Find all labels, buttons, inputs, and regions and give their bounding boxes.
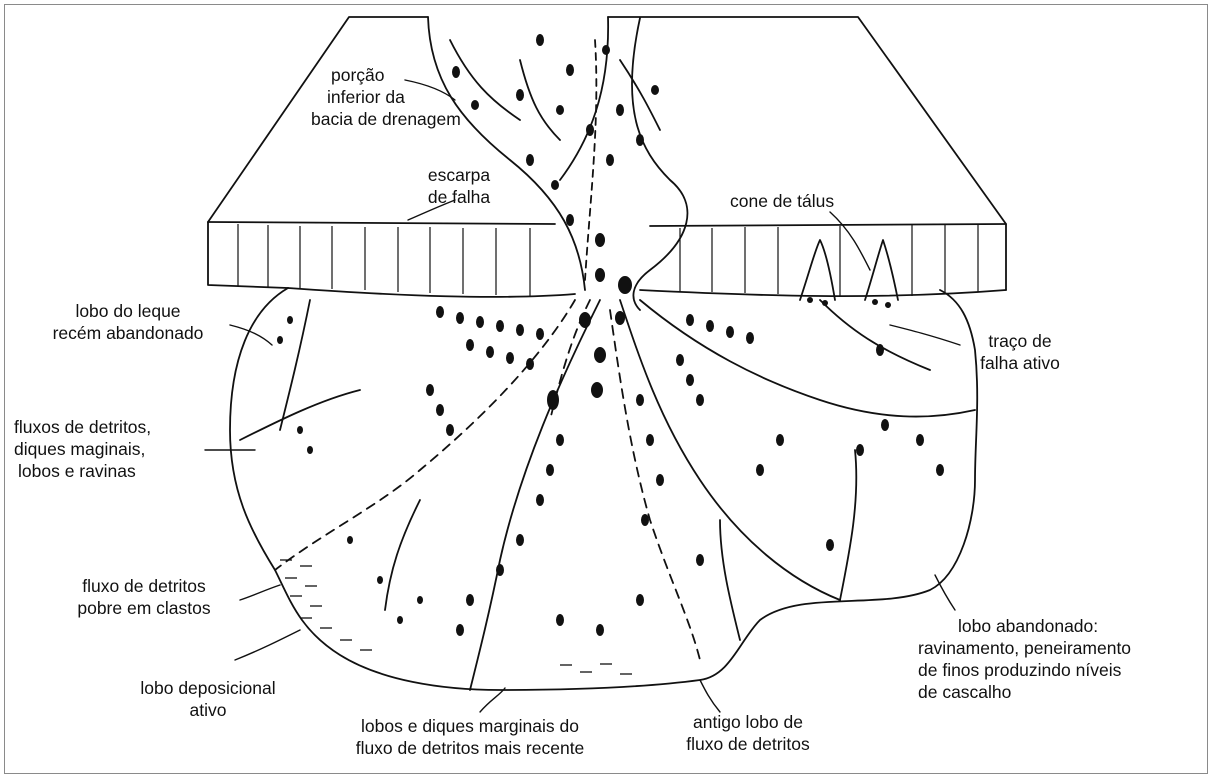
label-line: fluxo de detritos (648, 733, 848, 755)
label-line: lobo do leque (28, 300, 228, 322)
label-line: inferior da (327, 86, 461, 108)
label-line: antigo lobo de (648, 711, 848, 733)
scarp-base-line (288, 288, 1006, 297)
label-line: de falha (414, 186, 504, 208)
label-fault-scarp: escarpa de falha (414, 164, 504, 208)
scarp-top-left (208, 222, 555, 224)
label-line: de finos produzindo níveis (918, 659, 1131, 681)
label-line: lobo abandonado: (918, 615, 1131, 637)
label-drainage-basin: porção inferior da bacia de drenagem (327, 64, 461, 130)
label-line: traço de (960, 330, 1080, 352)
label-line: bacia de drenagem (311, 108, 461, 130)
label-line: recém abandonado (28, 322, 228, 344)
label-line: fluxo de detritos mais recente (310, 737, 630, 759)
label-line: fluxos de detritos, (4, 416, 202, 438)
label-line: cone de tálus (730, 190, 834, 212)
talus-cone-left (800, 240, 835, 300)
label-line: escarpa (414, 164, 504, 186)
label-active-fault-trace: traço de falha ativo (960, 330, 1080, 374)
label-line: falha ativo (960, 352, 1080, 374)
label-clast-poor-flow: fluxo de detritos pobre em clastos (54, 575, 234, 619)
label-line: de cascalho (918, 681, 1131, 703)
label-abandoned-lobe-recent: lobo do leque recém abandonado (28, 300, 228, 344)
fan-dashed-right (610, 310, 700, 660)
label-line: lobos e diques marginais do (310, 715, 630, 737)
fan-dashed-left (275, 300, 575, 570)
canyon-thalweg (585, 40, 596, 280)
scarp-top-right (650, 224, 1006, 226)
label-active-lobe: lobo deposicional ativo (108, 677, 308, 721)
label-line: lobos e ravinas (4, 460, 202, 482)
label-recent-lobes-levees: lobos e diques marginais do fluxo de det… (310, 715, 630, 759)
canyon-wall-left (428, 17, 585, 290)
label-line: pobre em clastos (54, 597, 234, 619)
label-line: ravinamento, peneiramento (918, 637, 1131, 659)
label-talus-cone: cone de tálus (730, 190, 834, 212)
label-line: fluxo de detritos (54, 575, 234, 597)
scarp-face-left (208, 222, 288, 288)
label-line: lobo deposicional (108, 677, 308, 699)
label-line: diques maginais, (4, 438, 202, 460)
label-old-lobe: antigo lobo de fluxo de detritos (648, 711, 848, 755)
label-line: porção (327, 64, 461, 86)
label-line: ativo (108, 699, 308, 721)
label-abandoned-lobe: lobo abandonado: ravinamento, peneiramen… (918, 615, 1131, 703)
label-debris-flows: fluxos de detritos, diques maginais, lob… (4, 416, 202, 482)
canyon-wall-right (560, 17, 687, 310)
